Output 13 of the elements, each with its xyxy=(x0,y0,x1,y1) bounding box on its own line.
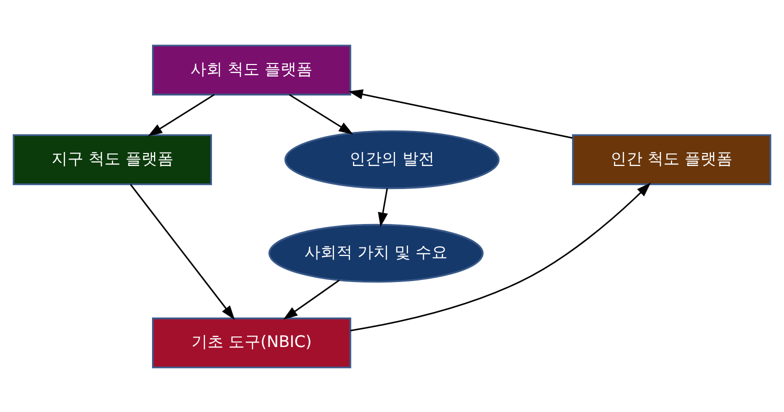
arrow xyxy=(288,94,354,134)
arrow xyxy=(130,184,235,320)
arrow xyxy=(283,279,340,320)
arrow xyxy=(378,188,388,226)
node-ellipse: 사회적 가치 및 수요 xyxy=(268,223,484,282)
node-ellipse: 인간의 발전 xyxy=(284,130,500,189)
node-box: 인간 척도 플랫폼 xyxy=(572,134,772,185)
node-box: 기초 도구(NBIC) xyxy=(152,317,352,368)
arrow xyxy=(348,88,573,138)
arrow xyxy=(350,182,651,331)
node-box: 사회 척도 플랫폼 xyxy=(152,44,352,95)
node-box: 지구 척도 플랫폼 xyxy=(12,134,212,185)
arrow xyxy=(148,94,215,136)
